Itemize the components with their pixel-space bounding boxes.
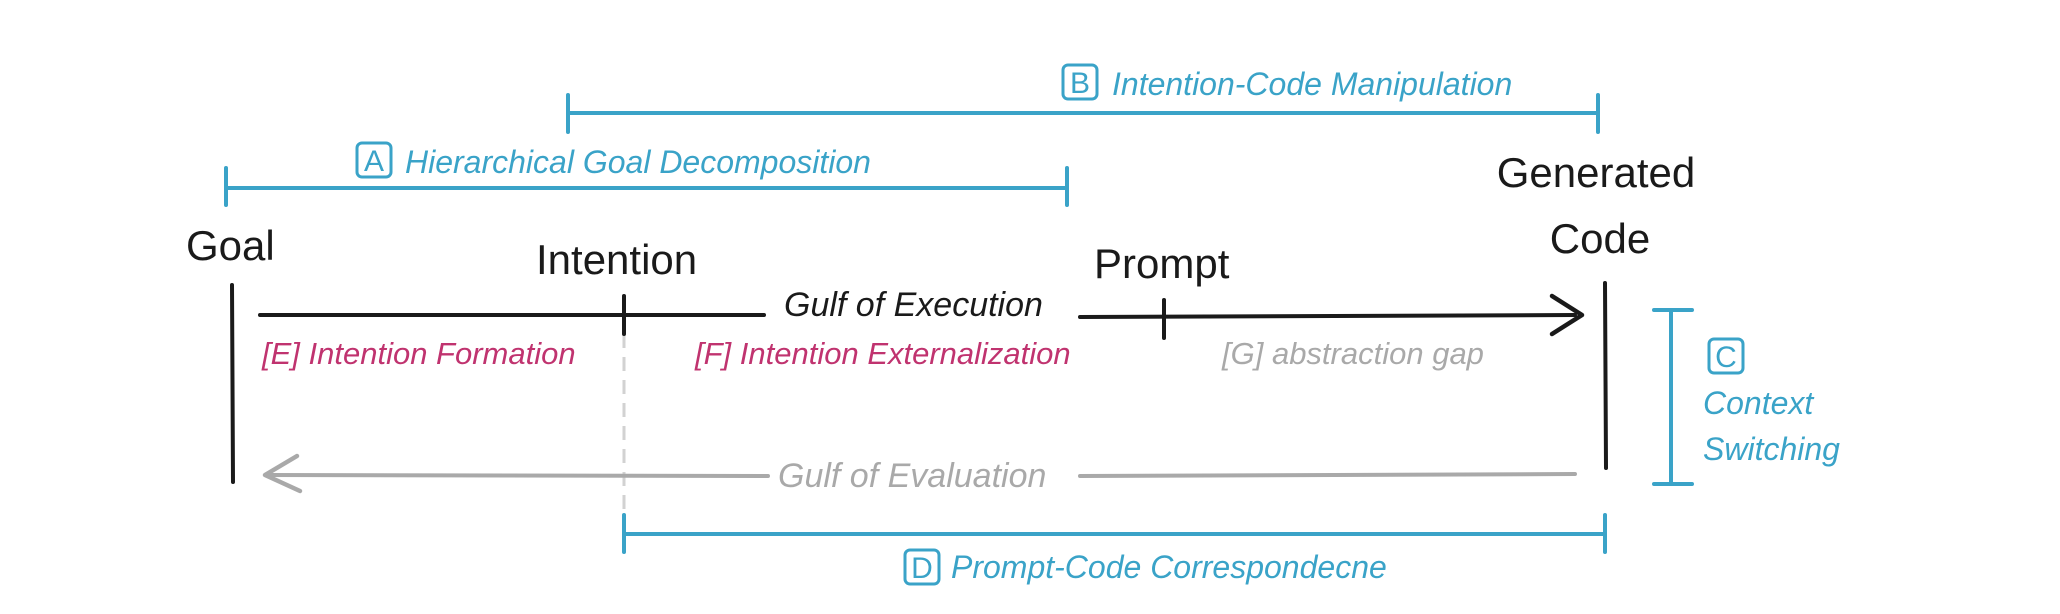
node-prompt: Prompt	[1094, 240, 1230, 287]
goal-line	[230, 283, 235, 484]
bracket-d	[622, 513, 1607, 554]
execution-arrow	[258, 294, 1577, 340]
badge-c: C	[1707, 337, 1745, 375]
evaluation-arrow	[266, 472, 1577, 478]
badge-b: B	[1061, 63, 1099, 101]
bracket-c-label-line1: Context	[1703, 385, 1814, 421]
gap-g-label: [G] abstraction gap	[1221, 336, 1484, 371]
badge-b-letter: B	[1070, 67, 1090, 100]
bracket-a	[224, 166, 1069, 207]
bracket-c	[1652, 308, 1694, 486]
gap-f-label: [F] Intention Externalization	[694, 336, 1071, 371]
badge-a-letter: A	[364, 145, 384, 178]
badge-d: D	[903, 548, 941, 586]
node-generated-line1: Generated	[1497, 149, 1695, 196]
node-intention: Intention	[536, 236, 697, 283]
arrow-left-icon	[262, 453, 303, 494]
node-goal: Goal	[186, 222, 275, 269]
badge-c-letter: C	[1715, 341, 1737, 374]
arrow-right-icon	[1549, 293, 1585, 337]
node-generated-line2: Code	[1550, 215, 1650, 262]
bracket-b-label: Intention-Code Manipulation	[1112, 66, 1512, 102]
badge-d-letter: D	[911, 552, 933, 585]
bracket-d-label: Prompt-Code Correspondecne	[951, 549, 1387, 585]
gulf-of-execution-label: Gulf of Execution	[784, 286, 1043, 324]
bracket-a-label: Hierarchical Goal Decomposition	[405, 144, 871, 180]
generated-code-line	[1603, 281, 1608, 470]
bracket-c-label-line2: Switching	[1703, 431, 1840, 467]
gap-e-label: [E] Intention Formation	[261, 336, 576, 371]
badge-a: A	[355, 141, 393, 179]
gulf-of-evaluation-label: Gulf of Evaluation	[778, 457, 1046, 495]
bracket-b	[566, 93, 1600, 134]
